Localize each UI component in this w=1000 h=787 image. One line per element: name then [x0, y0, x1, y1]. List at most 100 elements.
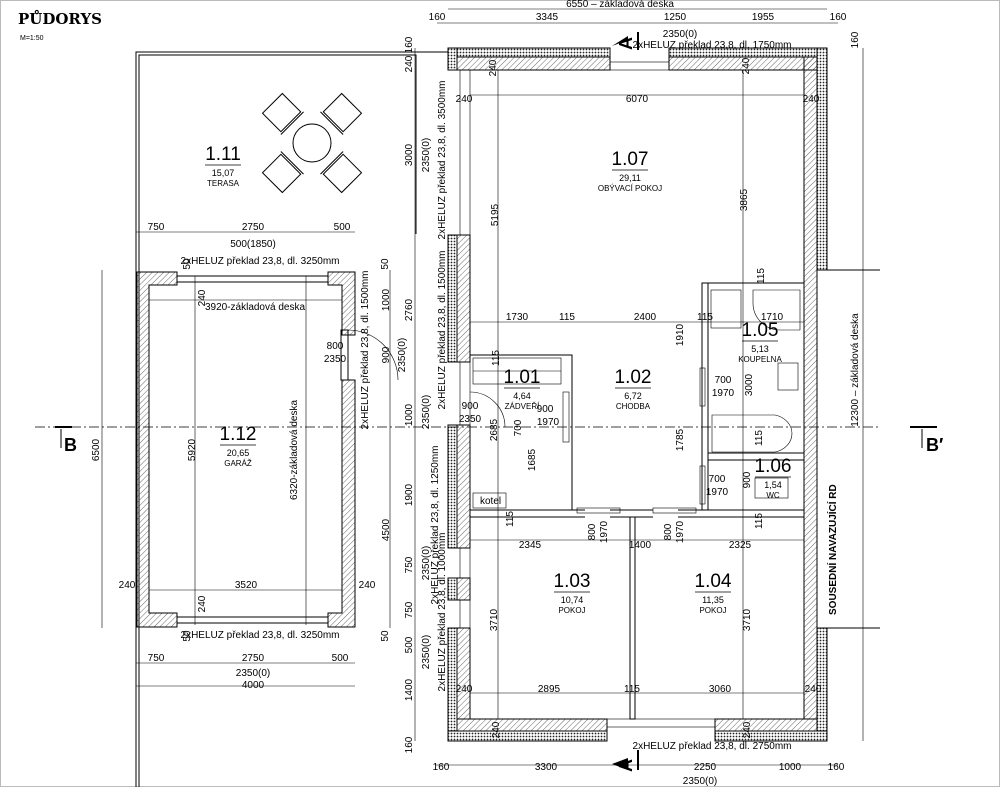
- dimension-label: 1900: [404, 483, 415, 506]
- dimension-label: 500: [334, 222, 351, 233]
- shower-icon: [752, 289, 801, 331]
- dimension-label: 1970: [712, 388, 735, 399]
- room-number: 1.02: [615, 367, 652, 388]
- section-a-bottom-label: A: [616, 759, 636, 772]
- dimension-label: 2xHELUZ překlad 23,8, dl. 1500mm: [360, 271, 371, 430]
- dimension-label: 1970: [599, 520, 610, 543]
- dimension-label: 2xHELUZ překlad 23,8, dl. 1500mm: [437, 251, 448, 410]
- window-bottom: [606, 718, 716, 728]
- dimension-label: 700: [513, 419, 524, 436]
- dimension-label: 2750: [242, 653, 265, 664]
- room-area: 10,74: [561, 595, 584, 605]
- section-a-top-label: A: [616, 37, 636, 50]
- dimension-label: 1000: [779, 762, 802, 773]
- neighbor-house-label: SOUSEDNÍ NAVAZUJÍCÍ RD: [826, 484, 839, 615]
- dimension-label: 115: [754, 430, 765, 446]
- room-name: WC: [766, 491, 780, 500]
- dimension-label: 2350: [324, 354, 347, 365]
- dimension-label: 750: [148, 222, 165, 233]
- dimension-label: 2895: [538, 684, 561, 695]
- dimension-label: 2xHELUZ překlad 23,8, dl. 1000mm: [437, 533, 448, 692]
- dimension-label: 5195: [490, 203, 501, 226]
- dimension-label: 240: [742, 721, 753, 738]
- dimension-label: 2350(0): [421, 635, 432, 669]
- door-vestibule: [562, 391, 570, 443]
- room-number: 1.03: [554, 571, 591, 592]
- room-area: 29,11: [619, 173, 641, 183]
- dimension-label: 240: [359, 580, 376, 591]
- dimension-label: 50: [182, 630, 193, 642]
- house-walls: [447, 47, 880, 742]
- drawing-scale: M=1:50: [20, 35, 44, 42]
- dimension-label: 115: [505, 511, 516, 527]
- section-markers: A A B B′: [35, 32, 943, 772]
- dimension-label: 3865: [739, 188, 750, 211]
- dimension-label: 900: [381, 346, 392, 363]
- dimension-label: 3000: [404, 143, 415, 166]
- dimension-label: 2xHELUZ překlad 23,8, dl. 3250mm: [181, 630, 340, 641]
- room-number: 1.06: [755, 456, 792, 477]
- dimension-label: 1730: [506, 312, 529, 323]
- room-name: ZÁDVEŘÍ: [505, 402, 540, 411]
- dimension-label: 160: [830, 12, 847, 23]
- dimension-label: 6500: [91, 438, 102, 461]
- chair-icons: [261, 92, 363, 194]
- dimension-label: 2xHELUZ překlad 23,8, dl. 1750mm: [633, 40, 792, 51]
- room-number: 1.05: [742, 320, 779, 341]
- washbasin-icon: [777, 362, 799, 391]
- dimension-label: 1970: [537, 417, 560, 428]
- boiler: [472, 492, 507, 509]
- room-number: 1.04: [695, 571, 732, 592]
- window-top: [609, 61, 670, 71]
- dimension-label: 240: [197, 595, 208, 612]
- dimension-label: 240: [805, 684, 822, 695]
- dimension-label: 700: [709, 474, 726, 485]
- dimension-label: 2400: [634, 312, 657, 323]
- dimension-label: 5920: [187, 438, 198, 461]
- section-b-label: B: [64, 435, 77, 455]
- dimension-label: 50: [380, 630, 391, 642]
- room-number: 1.12: [220, 424, 257, 445]
- dimension-label: 900: [537, 404, 554, 415]
- dimension-label: 240: [741, 57, 752, 74]
- room-area: 4,64: [513, 391, 531, 401]
- dimension-label: 500(1850): [230, 239, 276, 250]
- dimension-label: 750: [404, 601, 415, 618]
- dimension-label: 900: [462, 401, 479, 412]
- dimension-label: 160: [850, 31, 861, 48]
- room-area: 1,54: [764, 480, 782, 490]
- window-left-living: [459, 69, 471, 236]
- dimension-label: 800: [587, 523, 598, 540]
- dimension-label: 800: [663, 523, 674, 540]
- room-name: CHODBA: [616, 402, 651, 411]
- dimension-label: 1400: [629, 540, 652, 551]
- dimension-label: 115: [491, 350, 502, 366]
- dimension-label: 3060: [709, 684, 732, 695]
- dimension-label: 2350(0): [236, 668, 270, 679]
- dimension-label: 240: [456, 94, 473, 105]
- section-b-prime-label: B′: [926, 435, 943, 455]
- entrance-door-frame: [459, 361, 471, 426]
- dimension-label: 2325: [729, 540, 752, 551]
- garage-walls: [136, 271, 399, 628]
- room-area: 5,13: [751, 344, 769, 354]
- dimension-label: 750: [404, 556, 415, 573]
- dimension-label: 2250: [694, 762, 717, 773]
- dimension-label: 1785: [675, 428, 686, 451]
- room-name: GARÁŽ: [224, 459, 252, 468]
- dimension-label: 3000: [744, 373, 755, 396]
- dimension-label: 1685: [527, 448, 538, 471]
- dimension-label: 3920-základová deska: [205, 302, 306, 313]
- dimension-label: 1970: [706, 487, 729, 498]
- garage-side-door: [340, 329, 349, 381]
- dimension-label: 240: [404, 55, 415, 72]
- room-area: 6,72: [624, 391, 642, 401]
- dimension-label: 500: [332, 653, 349, 664]
